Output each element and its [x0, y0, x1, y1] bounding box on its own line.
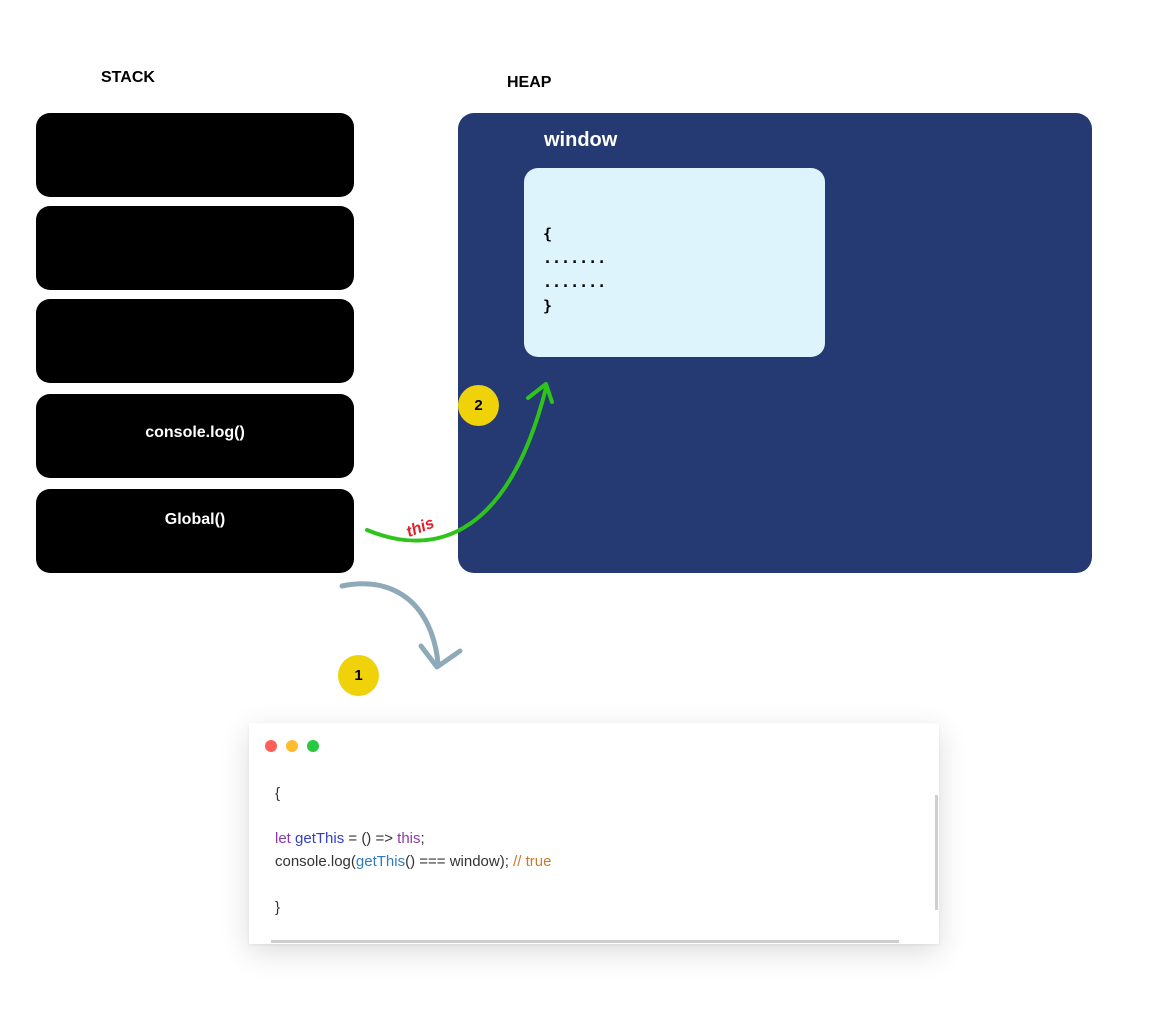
step-badge-1: 1: [338, 655, 379, 696]
code-comment: // true: [513, 853, 552, 870]
window-object: {..............}: [524, 168, 825, 357]
window-object-content: {..............}: [543, 222, 606, 318]
stack-frame-empty-1: [36, 113, 354, 197]
this-arrow-label: this: [404, 515, 437, 541]
code-call: console.log(: [275, 853, 356, 870]
code-line-let: let getThis = () => this;: [275, 830, 425, 847]
code-window: { let getThis = () => this; console.log(…: [249, 723, 939, 944]
object-line: }: [543, 297, 553, 315]
window-maximize-dot: [307, 740, 319, 752]
code-line-close-brace: }: [275, 899, 281, 916]
code-keyword-this: this: [397, 830, 421, 847]
window-close-dot: [265, 740, 277, 752]
object-line: .......: [543, 273, 607, 291]
window-label: window: [544, 129, 618, 151]
stack-frame-label: console.log(): [145, 424, 245, 441]
step1-arrow-head: [418, 643, 463, 670]
stack-frame-global: Global(): [36, 489, 354, 573]
step1-arrow: [339, 581, 441, 666]
code-line-console-log: console.log(getThis() === window); // tr…: [275, 853, 551, 870]
object-line: .......: [543, 249, 607, 267]
object-line: {: [543, 225, 553, 243]
stack-frame-empty-2: [36, 206, 354, 290]
stack-frame-console-log: console.log(): [36, 394, 354, 478]
code-function-name: getThis: [355, 853, 406, 870]
heap-title: HEAP: [507, 74, 552, 91]
code-line-open-brace: {: [275, 785, 281, 802]
horizontal-scrollbar[interactable]: [271, 940, 899, 943]
vertical-scrollbar[interactable]: [935, 795, 938, 910]
code-keyword-let: let: [275, 830, 291, 847]
code-expression: () === window);: [405, 853, 514, 870]
stack-frame-empty-3: [36, 299, 354, 383]
code-semicolon: ;: [420, 830, 425, 847]
step-badge-2: 2: [458, 385, 499, 426]
code-operator: = () =>: [344, 830, 398, 847]
code-identifier: getThis: [295, 830, 345, 847]
stack-title: STACK: [101, 69, 155, 86]
window-minimize-dot: [286, 740, 298, 752]
stack-frame-label: Global(): [164, 511, 226, 528]
